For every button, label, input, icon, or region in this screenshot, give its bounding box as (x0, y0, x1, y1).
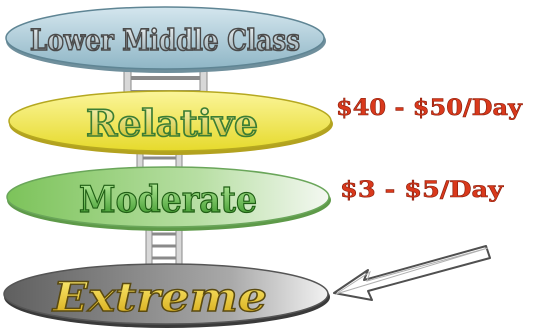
level-extreme: Extreme (3, 263, 330, 328)
rate-moderate: $3 - $5/Day (340, 177, 504, 203)
level-label-moderate: Moderate (79, 179, 257, 221)
rate-relative: $40 - $50/Day (336, 95, 523, 121)
level-moderate: Moderate (6, 166, 331, 231)
level-relative: Relative (8, 90, 333, 155)
level-label-lower-middle-class: Lower Middle Class (30, 23, 300, 57)
arrow-icon (333, 245, 491, 301)
level-label-extreme: Extreme (52, 274, 267, 321)
level-lower-middle-class: Lower Middle Class (5, 6, 326, 73)
level-label-relative: Relative (86, 103, 258, 145)
